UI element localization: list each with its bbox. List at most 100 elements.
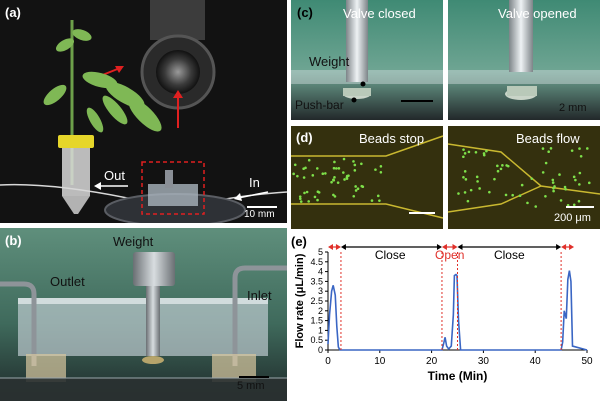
bead	[577, 199, 581, 203]
bead	[566, 203, 570, 207]
panel-a: (a) Out In 10 mm	[0, 0, 287, 223]
bead	[541, 171, 545, 174]
y-tick-label: 0	[318, 345, 323, 355]
open-arrow-3-head-right	[569, 244, 575, 250]
y-axis-title: Flow rate (μL/min)	[294, 253, 306, 348]
beads-flow	[457, 147, 591, 208]
panel-b-photo	[0, 228, 287, 401]
panel-c-label: (c)	[297, 5, 313, 20]
bead	[302, 176, 306, 179]
y-tick-label: 2	[318, 306, 323, 316]
weight-rod	[146, 286, 160, 356]
bead	[324, 172, 327, 175]
bead	[482, 153, 486, 157]
bead	[466, 199, 470, 203]
bead	[304, 166, 307, 170]
bead	[572, 175, 576, 179]
bead	[475, 175, 479, 179]
bead	[378, 199, 381, 202]
bead	[343, 178, 346, 181]
bead	[353, 169, 357, 172]
acrylic-chip	[18, 298, 268, 356]
bead	[353, 163, 357, 167]
beads-stop	[292, 157, 383, 203]
bead	[299, 197, 302, 201]
bead	[360, 184, 364, 188]
x-tick-label: 0	[325, 356, 331, 367]
bead	[305, 190, 309, 194]
bead	[336, 181, 340, 184]
bead	[587, 181, 591, 185]
bead	[463, 191, 467, 194]
outlet-label: Outlet	[50, 274, 85, 289]
bead	[316, 198, 319, 202]
bead	[499, 167, 503, 171]
bead	[496, 164, 499, 168]
bead	[578, 147, 581, 150]
close-arrow-2-head-left	[457, 244, 463, 250]
tube-cap	[58, 135, 94, 148]
bead	[552, 186, 555, 190]
scale-bar-d-right	[566, 206, 594, 208]
bead	[464, 178, 468, 181]
bead	[551, 181, 555, 184]
bead	[463, 152, 467, 155]
bead	[579, 154, 583, 158]
y-tick-label: 5	[318, 247, 323, 257]
bead	[354, 189, 358, 192]
bead	[511, 193, 514, 197]
x-tick-label: 30	[478, 356, 490, 367]
bead	[493, 177, 496, 181]
bead	[504, 193, 508, 197]
bead	[296, 174, 299, 178]
bead	[311, 174, 315, 177]
bead	[501, 164, 504, 167]
x-tick-label: 40	[530, 356, 542, 367]
scale-label-c: 2 mm	[559, 102, 587, 114]
open-arrow-2-head-right	[452, 244, 458, 250]
bead	[578, 171, 582, 175]
out-label: Out	[104, 168, 125, 183]
y-tick-label: 4	[318, 267, 323, 277]
bead	[352, 160, 355, 163]
y-tick-label: 0.5	[310, 335, 323, 345]
bead	[374, 168, 377, 171]
bead	[316, 190, 320, 194]
x-tick-label: 10	[374, 356, 386, 367]
bead	[485, 149, 488, 153]
bead	[563, 185, 567, 189]
panel-d-label: (d)	[296, 130, 313, 145]
bead	[333, 160, 336, 164]
bead	[551, 178, 555, 182]
bead	[496, 169, 500, 173]
close-arrow-2-head-right	[556, 244, 562, 250]
bead	[544, 194, 547, 198]
panel-b: (b) Weight Outlet Inlet 5 mm	[0, 228, 287, 401]
bead	[476, 180, 479, 183]
bead	[549, 147, 553, 150]
bead	[335, 167, 338, 170]
outlet-well	[26, 354, 66, 382]
microscope-body	[150, 0, 205, 40]
close-label-1: Close	[375, 248, 406, 262]
bead	[457, 192, 460, 195]
bead	[333, 176, 336, 179]
bead	[330, 180, 333, 184]
x-tick-label: 20	[426, 356, 438, 367]
y-tick-label: 2.5	[310, 296, 323, 306]
bead	[462, 148, 465, 151]
bead	[370, 199, 374, 202]
open-label: Open	[435, 248, 464, 262]
scale-label-d: 200 μm	[554, 212, 591, 224]
scale-bar-c	[401, 100, 433, 102]
bead	[333, 195, 337, 198]
bead	[541, 147, 545, 150]
y-tick-label: 3	[318, 286, 323, 296]
bead	[321, 172, 325, 176]
bead	[526, 201, 529, 205]
bead	[342, 157, 346, 161]
y-tick-label: 1	[318, 325, 323, 335]
bead	[342, 171, 345, 174]
